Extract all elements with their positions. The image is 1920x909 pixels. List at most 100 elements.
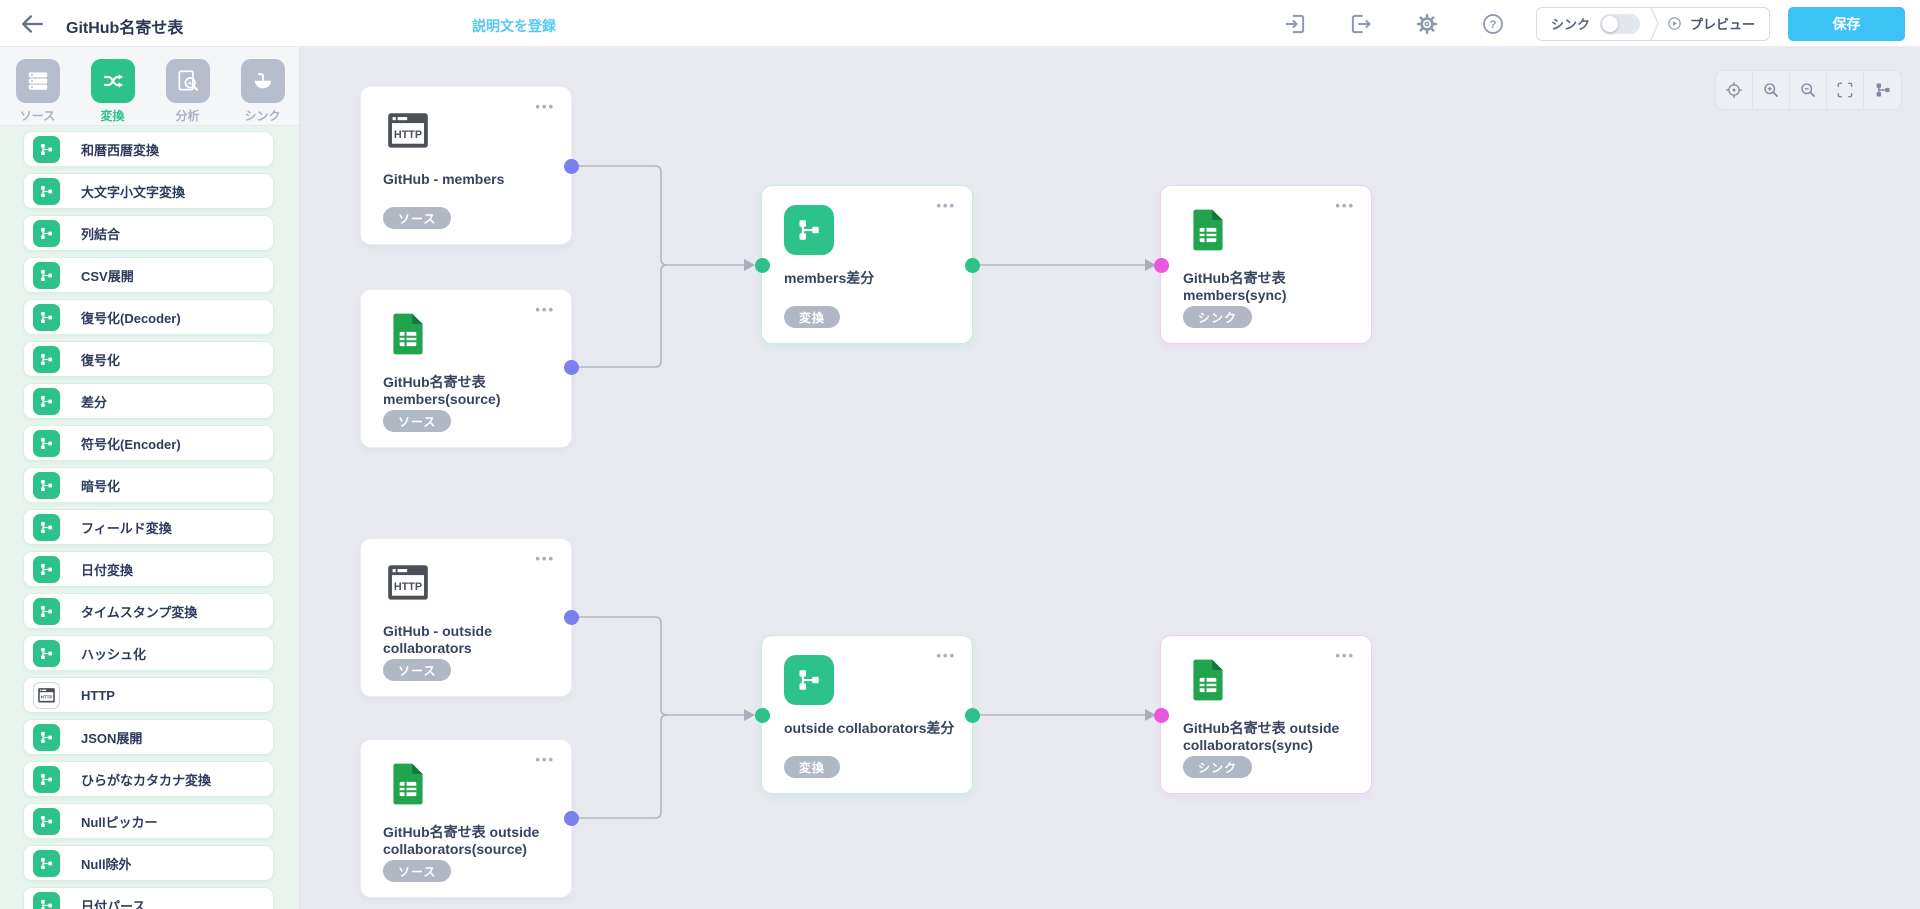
node-members-diff[interactable]: ••• members差分 変換 [762,186,972,343]
locate-icon [1725,81,1743,99]
transform-icon [33,597,60,625]
save-button[interactable]: 保存 [1788,6,1905,41]
auto-layout-button[interactable] [1864,71,1901,109]
tab-transform[interactable]: 変換 [75,59,150,124]
transform-icon [33,261,60,289]
tab-sink-label: シンク [244,109,281,123]
output-port[interactable] [563,158,579,174]
sidebar-item-diff[interactable]: 差分 [24,384,273,418]
google-sheets-icon [1183,205,1233,255]
node-title: GitHub - outside collaborators [383,623,492,656]
output-port[interactable] [563,359,579,375]
node-menu-button[interactable]: ••• [535,752,555,767]
arrowhead [1145,259,1156,271]
sync-preview-group: シンク プレビュー [1535,6,1770,41]
sidebar-item-timestamp[interactable]: タイムスタンプ変換 [24,594,273,628]
node-title: GitHub名寄せ表 members(source) [383,374,501,407]
tab-source[interactable]: ソース [0,59,75,124]
node-sheets-members-sync[interactable]: ••• GitHub名寄せ表 members(sync) シンク [1161,186,1371,343]
sidebar-item-encrypt[interactable]: 暗号化 [24,468,273,502]
node-menu-button[interactable]: ••• [535,302,555,317]
tab-analyze[interactable]: 分析 [150,59,225,124]
http-icon [33,681,60,709]
transform-icon [33,345,60,373]
fit-view-icon [1837,82,1853,98]
node-title: GitHub名寄せ表 outside collaborators(sync) [1183,720,1340,753]
tab-sink[interactable]: シンク [225,59,300,124]
node-menu-button[interactable]: ••• [1335,648,1355,663]
export-icon [1351,14,1371,33]
node-title: GitHub名寄せ表 outside collaborators(source) [383,824,540,857]
import-button[interactable] [1282,11,1308,37]
sidebar-item-hash[interactable]: ハッシュ化 [24,636,273,670]
zoom-out-icon [1801,83,1815,97]
locate-button[interactable] [1716,71,1753,109]
sidebar-item-json[interactable]: JSON展開 [24,720,273,754]
node-menu-button[interactable]: ••• [1335,198,1355,213]
export-button[interactable] [1348,11,1374,37]
description-link[interactable]: 説明文を登録 [472,18,556,34]
sidebar-item-null-picker[interactable]: Nullピッカー [24,804,273,838]
sidebar-item-concat[interactable]: 列結合 [24,216,273,250]
play-circle-icon [1668,17,1681,30]
app-header: GitHub名寄せ表 説明文を登録 シンク プレビュー [0,0,1920,47]
output-port[interactable] [964,257,980,273]
tab-transform-label: 変換 [100,109,125,123]
node-http-outside-collaborators[interactable]: ••• GitHub - outside collaborators ソース [361,539,571,696]
sidebar-item-decrypt[interactable]: 復号化 [24,342,273,376]
sync-toggle[interactable] [1599,13,1640,34]
sidebar-item-http[interactable]: HTTP [24,678,273,712]
node-menu-button[interactable]: ••• [535,551,555,566]
arrowhead [744,709,755,721]
output-port[interactable] [563,810,579,826]
node-sheets-members-source[interactable]: ••• GitHub名寄せ表 members(source) ソース [361,290,571,447]
node-sheets-oc-source[interactable]: ••• GitHub名寄せ表 outside collaborators(sou… [361,740,571,897]
zoom-in-button[interactable] [1753,71,1790,109]
node-menu-button[interactable]: ••• [936,648,956,663]
sidebar-item-encoder[interactable]: 符号化(Encoder) [24,426,273,460]
transform-icon [784,205,834,255]
canvas-toolbar [1715,70,1902,110]
zoom-out-button[interactable] [1790,71,1827,109]
sidebar-item-date-parse[interactable]: 日付パース [24,888,273,909]
header-actions: シンク プレビュー 保存 [1282,0,1905,47]
sidebar-item-null-filter[interactable]: Null除外 [24,846,273,880]
preview-button[interactable]: プレビュー [1666,14,1769,33]
sidebar-item-kana[interactable]: ひらがなカタカナ変換 [24,762,273,796]
fit-view-button[interactable] [1827,71,1864,109]
sidebar-item-field[interactable]: フィールド変換 [24,510,273,544]
sidebar-item-csv[interactable]: CSV展開 [24,258,273,292]
help-button[interactable] [1480,11,1506,37]
settings-button[interactable] [1414,11,1440,37]
import-icon [1284,14,1305,33]
edge-sheets-members-to-diff [571,264,668,368]
node-http-members[interactable]: ••• GitHub - members ソース [361,87,571,244]
node-sheets-oc-sync[interactable]: ••• GitHub名寄せ表 outside collaborators(syn… [1161,636,1371,793]
sidebar-item-case[interactable]: 大文字小文字変換 [24,174,273,208]
transform-icon [33,555,60,583]
input-port[interactable] [1153,707,1169,723]
transform-icon [33,849,60,877]
node-menu-button[interactable]: ••• [936,198,956,213]
node-type-badge: ソース [383,659,452,681]
sidebar-item-wareki[interactable]: 和暦西暦変換 [24,132,273,166]
edge-http-oc-to-diff [571,616,744,716]
gear-icon [1416,13,1438,34]
group-separator [1650,7,1659,40]
transform-icon [33,765,60,793]
sidebar-item-date[interactable]: 日付変換 [24,552,273,586]
sidebar-item-decoder[interactable]: 復号化(Decoder) [24,300,273,334]
node-menu-button[interactable]: ••• [535,99,555,114]
output-port[interactable] [563,609,579,625]
output-port[interactable] [964,707,980,723]
shuffle-icon [103,73,124,89]
transform-icon [33,429,60,457]
input-port[interactable] [754,257,770,273]
flow-canvas[interactable]: ••• GitHub - members ソース ••• GitHub名寄せ表 … [300,47,1920,909]
node-oc-diff[interactable]: ••• outside collaborators差分 変換 [762,636,972,793]
node-title: outside collaborators差分 [784,720,955,736]
http-icon [383,558,433,608]
input-port[interactable] [754,707,770,723]
back-button[interactable] [18,10,46,38]
input-port[interactable] [1153,257,1169,273]
